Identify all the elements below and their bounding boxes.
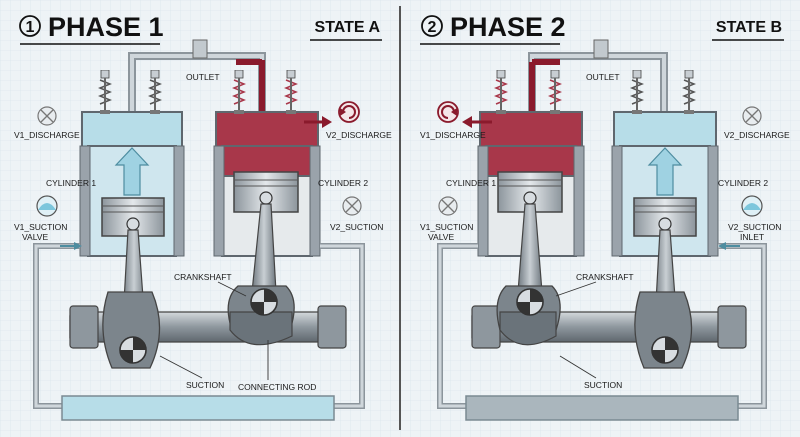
crankshaft-label: CRANKSHAFT bbox=[576, 272, 634, 282]
phase-number: 2 bbox=[428, 19, 437, 36]
v2-discharge-open-icon bbox=[338, 101, 360, 123]
intake-up-arrow bbox=[647, 147, 683, 196]
crankshaft bbox=[471, 285, 747, 369]
discharge-out-arrow bbox=[462, 116, 472, 128]
discharge-out-arrow bbox=[322, 116, 332, 128]
phase-number: 1 bbox=[26, 19, 35, 36]
v1-suction-label-2: VALVE bbox=[428, 232, 454, 242]
phase-number-badge bbox=[421, 15, 443, 37]
phase-title: PHASE 2 bbox=[450, 12, 566, 42]
intake-up-arrow bbox=[114, 147, 150, 196]
cylinder-2-label: CYLINDER 2 bbox=[318, 178, 368, 188]
cylinder-2-label: CYLINDER 2 bbox=[718, 178, 768, 188]
v2-discharge-closed-icon bbox=[742, 106, 762, 126]
cylinder-1 bbox=[79, 70, 185, 257]
v2-suction-label-2: INLET bbox=[740, 232, 764, 242]
v2-suction-open-icon bbox=[741, 195, 763, 217]
v1-suction-label-2: VALVE bbox=[22, 232, 48, 242]
panel-phase-2: 2 PHASE 2 STATE B OUTLET bbox=[420, 12, 790, 421]
state-label: STATE A bbox=[315, 19, 381, 36]
v2-suction-closed-icon bbox=[342, 196, 362, 216]
suction-label: SUCTION bbox=[584, 380, 622, 390]
v2-suction-label: V2_SUCTION bbox=[330, 222, 383, 232]
cylinder-1-label: CYLINDER 1 bbox=[46, 178, 96, 188]
phase-title: PHASE 1 bbox=[48, 12, 164, 42]
cylinder-1 bbox=[462, 70, 585, 257]
connecting-rod-label: CONNECTING ROD bbox=[238, 382, 316, 392]
panel-phase-1: 1 PHASE 1 STATE A OUTLET bbox=[14, 12, 392, 421]
crankshaft-label: CRANKSHAFT bbox=[174, 272, 232, 282]
v1-discharge-closed-icon bbox=[37, 106, 57, 126]
suction-reservoir bbox=[465, 395, 739, 421]
suction-label: SUCTION bbox=[186, 380, 224, 390]
outlet-label: OUTLET bbox=[186, 72, 220, 82]
phase-number-badge bbox=[19, 15, 41, 37]
crankshaft bbox=[69, 285, 347, 369]
v1-discharge-open-icon bbox=[437, 101, 459, 123]
v2-discharge-label: V2_DISCHARGE bbox=[326, 130, 392, 140]
v1-suction-label: V1_SUCTION bbox=[14, 222, 67, 232]
cylinder-1-label: CYLINDER 1 bbox=[446, 178, 496, 188]
v2-discharge-label: V2_DISCHARGE bbox=[724, 130, 790, 140]
v1-suction-label: V1_SUCTION bbox=[420, 222, 473, 232]
suction-pipe bbox=[437, 242, 767, 421]
suction-pipe bbox=[33, 242, 365, 421]
v1-suction-closed-icon bbox=[438, 196, 458, 216]
v2-suction-label: V2_SUCTION bbox=[728, 222, 781, 232]
suction-reservoir bbox=[61, 395, 335, 421]
state-label: STATE B bbox=[716, 19, 782, 36]
v1-discharge-label: V1_DISCHARGE bbox=[14, 130, 80, 140]
v1-suction-open-icon bbox=[36, 195, 58, 217]
outlet-label: OUTLET bbox=[586, 72, 620, 82]
v1-discharge-label: V1_DISCHARGE bbox=[420, 130, 486, 140]
